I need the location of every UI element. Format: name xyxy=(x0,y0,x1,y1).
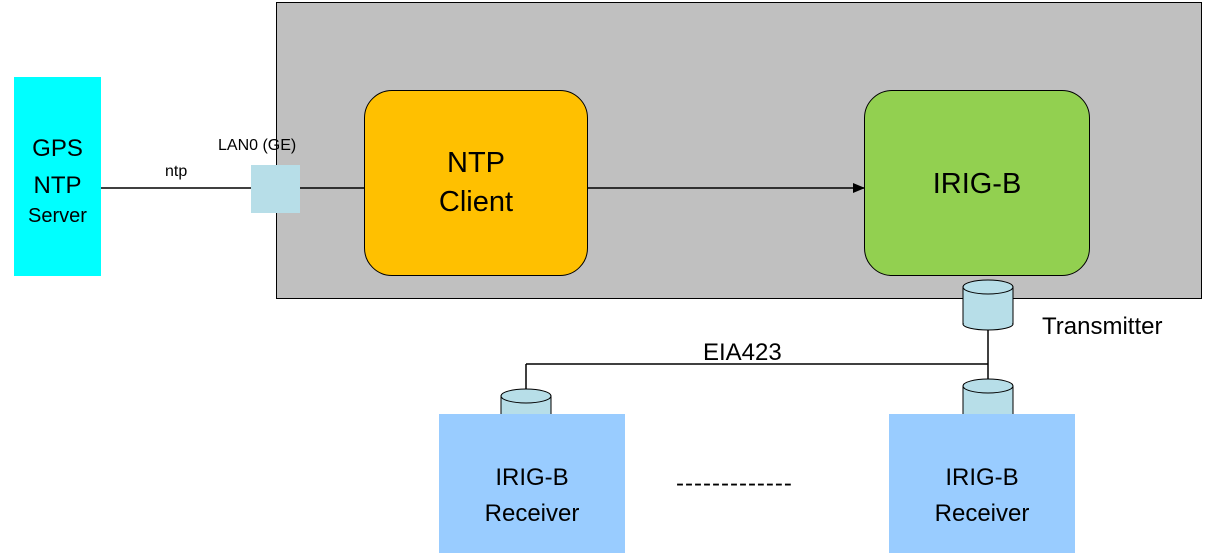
eia423-label: EIA423 xyxy=(703,339,782,366)
receivers-ellipsis: ------------- xyxy=(676,470,793,497)
gps-ntp-label: NTP xyxy=(33,172,82,199)
ntp-link-label: ntp xyxy=(165,163,188,180)
lan-port-label: LAN0 (GE) xyxy=(218,137,297,154)
receiver-2-label-line2: Receiver xyxy=(934,500,1030,527)
irig-b-transmitter-block: IRIG-B xyxy=(864,90,1090,276)
receiver-1-label-line1: IRIG-B xyxy=(495,464,569,491)
ntp-client-block: NTP Client xyxy=(364,90,588,276)
transmitter-connector-icon xyxy=(962,279,1014,331)
ntp-client-label-line1: NTP xyxy=(447,147,505,179)
lan-port xyxy=(251,165,300,213)
ntp-client-label-line2: Client xyxy=(438,186,514,218)
gps-label: GPS xyxy=(32,135,83,162)
irig-b-transmitter-label: IRIG-B xyxy=(932,168,1022,200)
transmitter-label: Transmitter xyxy=(1042,313,1163,340)
gps-server-label: Server xyxy=(28,205,87,227)
irig-b-receiver-1: IRIG-B Receiver xyxy=(439,414,625,553)
receiver-1-label-line2: Receiver xyxy=(484,500,580,527)
receiver-2-label-line1: IRIG-B xyxy=(945,464,1019,491)
gps-ntp-server: GPS NTP Server xyxy=(14,77,101,276)
irig-b-receiver-2: IRIG-B Receiver xyxy=(889,414,1075,553)
